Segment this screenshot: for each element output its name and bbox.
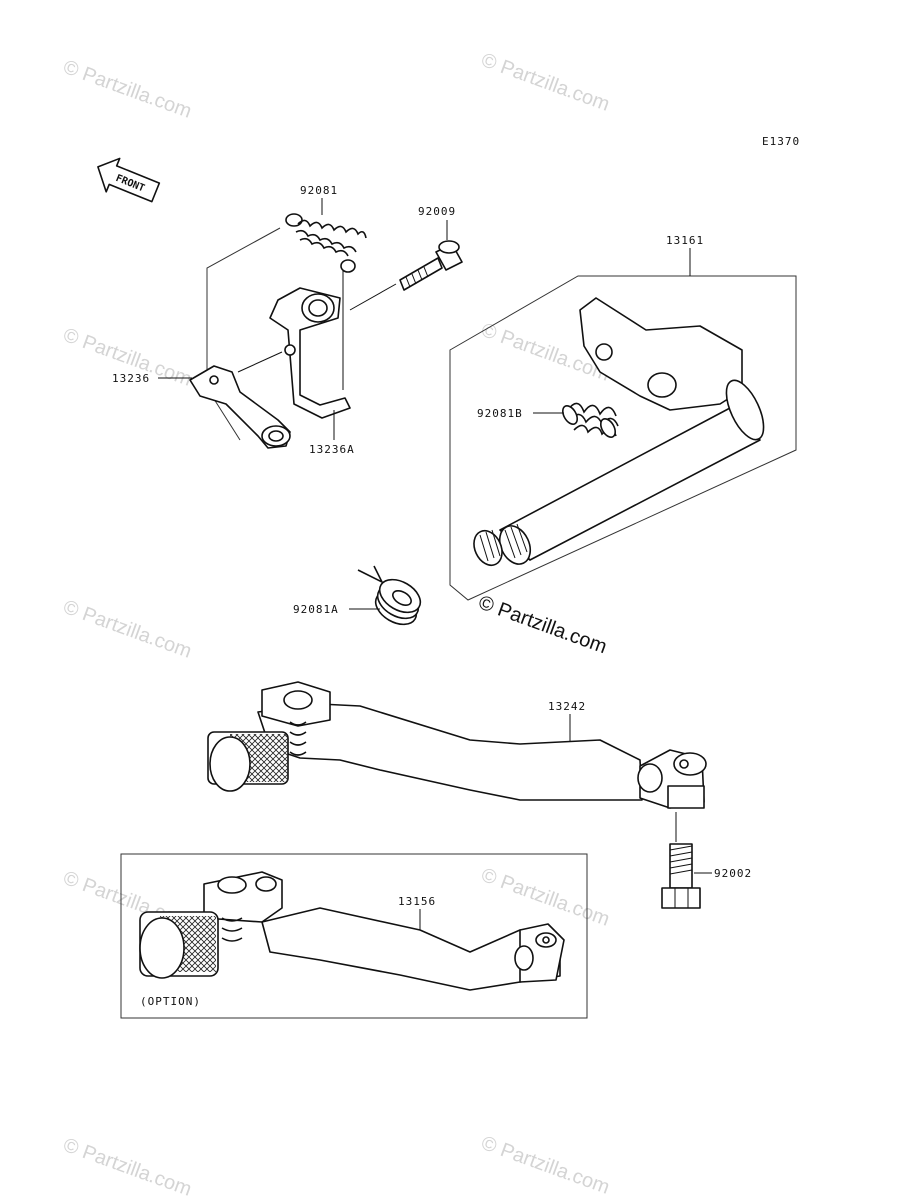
option-pedal-13156 bbox=[139, 871, 565, 991]
watermark: © Partzilla.com bbox=[476, 592, 610, 659]
watermark: © Partzilla.com bbox=[478, 864, 612, 931]
watermark: © Partzilla.com bbox=[60, 1134, 194, 1200]
center-watermark: © Partzilla.com bbox=[476, 592, 610, 659]
plate-13236a bbox=[269, 287, 351, 419]
part-label-92009: 92009 bbox=[418, 205, 456, 218]
part-label-13156: 13156 bbox=[398, 895, 436, 908]
part-label-13242: 13242 bbox=[548, 700, 586, 713]
part-label-92081a: 92081A bbox=[293, 603, 339, 616]
part-label-13236a: 13236A bbox=[309, 443, 355, 456]
leader-line bbox=[237, 351, 283, 373]
part-label-13161: 13161 bbox=[666, 234, 704, 247]
bolt-92009 bbox=[399, 240, 463, 291]
spring-92081b bbox=[561, 402, 619, 438]
watermark: © Partzilla.com bbox=[60, 56, 194, 123]
part-label-13236: 13236 bbox=[112, 372, 150, 385]
shift-shaft-13161 bbox=[473, 297, 765, 567]
part-label-92081: 92081 bbox=[300, 184, 338, 197]
bolt-92002 bbox=[661, 843, 701, 909]
spring-92081a bbox=[357, 565, 422, 626]
part-label-92081b: 92081B bbox=[477, 407, 523, 420]
front-arrow-icon: FRONT bbox=[97, 157, 161, 203]
shift-pedal-13242 bbox=[207, 681, 707, 809]
watermark: © Partzilla.com bbox=[60, 596, 194, 663]
leader-line bbox=[349, 283, 397, 311]
arm-13236 bbox=[189, 365, 291, 449]
option-box bbox=[120, 853, 588, 1019]
watermark: © Partzilla.com bbox=[478, 1132, 612, 1199]
option-label: (OPTION) bbox=[140, 995, 201, 1008]
watermark: © Partzilla.com bbox=[478, 49, 612, 116]
assembly-outline-13161 bbox=[449, 275, 797, 601]
spring-92081 bbox=[285, 213, 367, 273]
part-label-92002: 92002 bbox=[714, 867, 752, 880]
diagram-code: E1370 bbox=[762, 135, 800, 148]
assembly-outline-13236 bbox=[206, 227, 281, 441]
